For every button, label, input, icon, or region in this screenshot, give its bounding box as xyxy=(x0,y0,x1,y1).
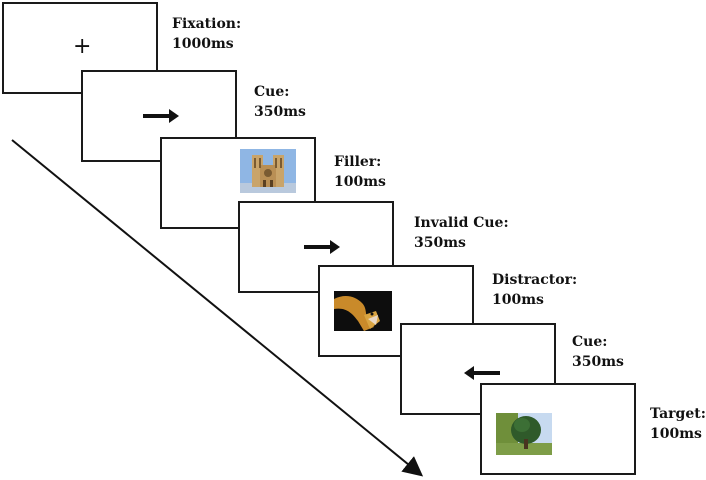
frame-name: Target: xyxy=(650,406,706,422)
frame-name: Filler: xyxy=(334,154,382,170)
tree-image xyxy=(496,413,552,455)
distractor-label: Distractor: 100ms xyxy=(492,270,577,310)
frame-duration: 350ms xyxy=(414,235,466,251)
left-arrow-icon xyxy=(464,366,500,380)
cathedral-image xyxy=(240,149,296,193)
cathedral-photo xyxy=(240,149,296,193)
frame-duration: 100ms xyxy=(492,292,544,308)
frame-duration: 350ms xyxy=(572,354,624,370)
frame-duration: 100ms xyxy=(650,426,702,442)
frame-duration: 1000ms xyxy=(172,36,234,52)
frame-duration: 350ms xyxy=(254,104,306,120)
frame-name: Cue: xyxy=(572,334,608,350)
cue-label-2: Cue: 350ms xyxy=(572,332,624,372)
target-label: Target: 100ms xyxy=(650,404,706,444)
frame-name: Invalid Cue: xyxy=(414,215,509,231)
right-arrow-icon xyxy=(143,109,179,123)
snake-photo xyxy=(334,291,392,331)
right-arrow-icon xyxy=(304,240,340,254)
filler-label: Filler: 100ms xyxy=(334,152,386,192)
fixation-cross: + xyxy=(73,34,92,59)
frame-duration: 100ms xyxy=(334,174,386,190)
snake-image xyxy=(334,291,392,331)
invalid-cue-label: Invalid Cue: 350ms xyxy=(414,213,509,253)
frame-name: Cue: xyxy=(254,84,290,100)
frame-name: Fixation: xyxy=(172,16,242,32)
frame-name: Distractor: xyxy=(492,272,578,288)
fixation-label: Fixation: 1000ms xyxy=(172,14,241,54)
tree-photo xyxy=(496,413,552,455)
target-screen xyxy=(480,383,636,475)
cue-label-1: Cue: 350ms xyxy=(254,82,306,122)
